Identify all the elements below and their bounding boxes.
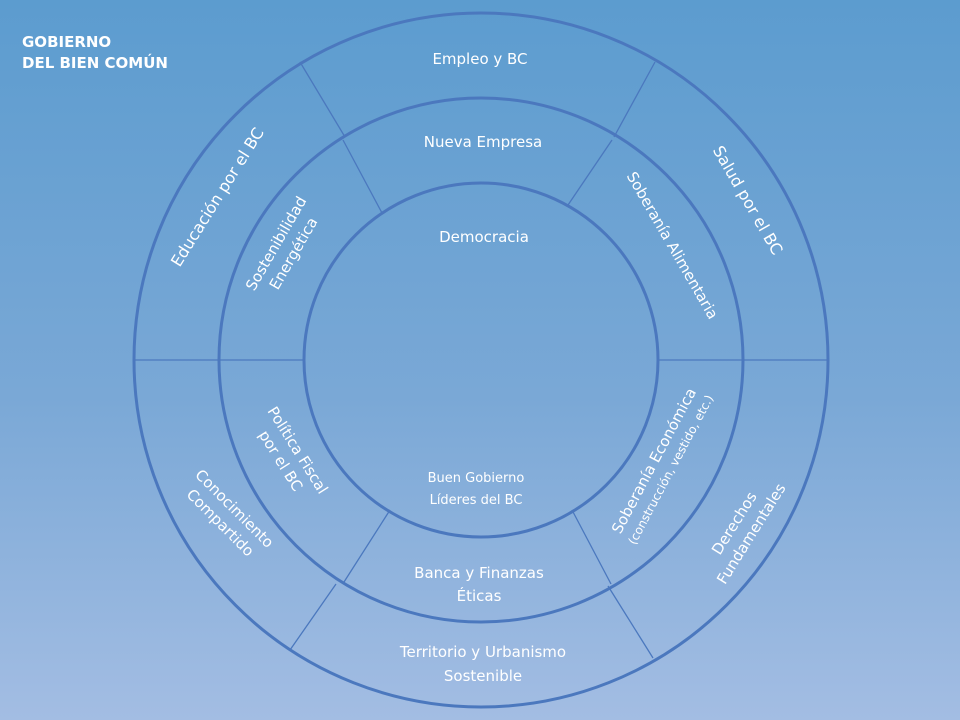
label-soberania-alimentaria: Soberanía Alimentaria <box>623 169 722 323</box>
label-territorio-line-2: Sostenible <box>444 667 522 685</box>
label-empleo: Empleo y BC <box>432 50 527 68</box>
spoke-middle-top-right <box>567 139 613 206</box>
spoke-outer-top-right <box>613 61 656 138</box>
label-lideres: Líderes del BC <box>430 493 523 508</box>
label-salud: Salud por el BC <box>709 142 787 258</box>
label-politica-fiscal: Política Fiscal por el BC <box>255 403 332 497</box>
page-title-line-2: DEL BIEN COMÚN <box>22 54 168 72</box>
spoke-outer-bottom-right <box>607 585 654 659</box>
spoke-middle-top-left <box>342 139 383 214</box>
spoke-middle-bottom-right <box>571 509 612 585</box>
page-title-line-1: GOBIERNO <box>22 33 112 51</box>
label-democracia: Democracia <box>439 228 529 246</box>
label-banca-line-2: Éticas <box>457 586 502 605</box>
spoke-outer-top-left <box>299 61 346 138</box>
label-educacion: Educación por el BC <box>167 124 268 270</box>
label-buen-gobierno: Buen Gobierno <box>428 471 525 486</box>
label-territorio-line-1: Territorio y Urbanismo <box>399 643 566 661</box>
label-banca-line-1: Banca y Finanzas <box>414 564 544 582</box>
label-nueva-empresa: Nueva Empresa <box>424 133 542 151</box>
spoke-outer-bottom-left <box>289 583 337 651</box>
label-sostenibilidad: Sostenibilidad Energética <box>242 193 321 293</box>
page-title: GOBIERNO DEL BIEN COMÚN <box>22 32 168 74</box>
spoke-middle-bottom-left <box>343 509 391 583</box>
